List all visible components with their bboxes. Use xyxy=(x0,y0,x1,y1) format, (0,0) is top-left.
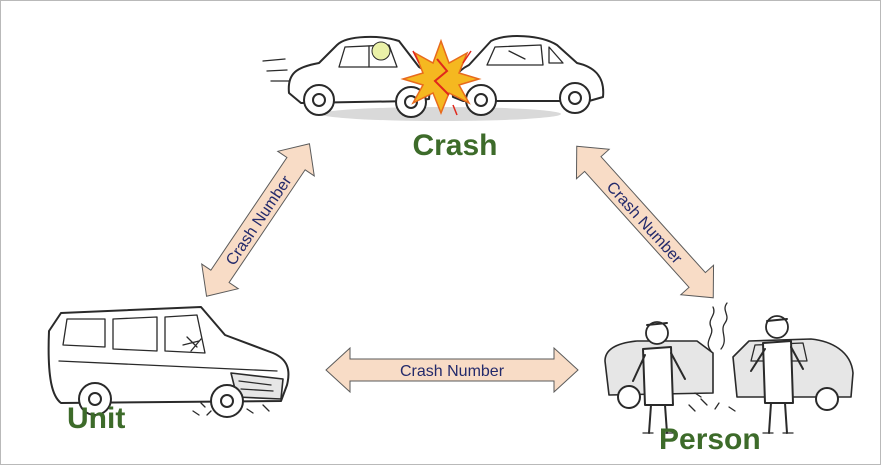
node-label-person: Person xyxy=(659,423,761,456)
relation-label-crash-person: Crash Number xyxy=(603,179,686,268)
crash-illustration-icon xyxy=(262,35,605,121)
node-label-unit: Unit xyxy=(67,402,125,435)
person-scene-icon xyxy=(604,302,854,434)
unit-vehicle-icon xyxy=(47,306,290,418)
relation-arrow-crash-person: Crash Number xyxy=(575,145,715,299)
relation-arrow-unit-person: Crash Number xyxy=(325,346,579,394)
relation-label-crash-unit: Crash Number xyxy=(223,172,296,268)
relation-label-unit-person: Crash Number xyxy=(400,363,505,380)
node-label-crash: Crash xyxy=(412,129,497,162)
relation-arrow-crash-unit: Crash Number xyxy=(201,143,315,297)
